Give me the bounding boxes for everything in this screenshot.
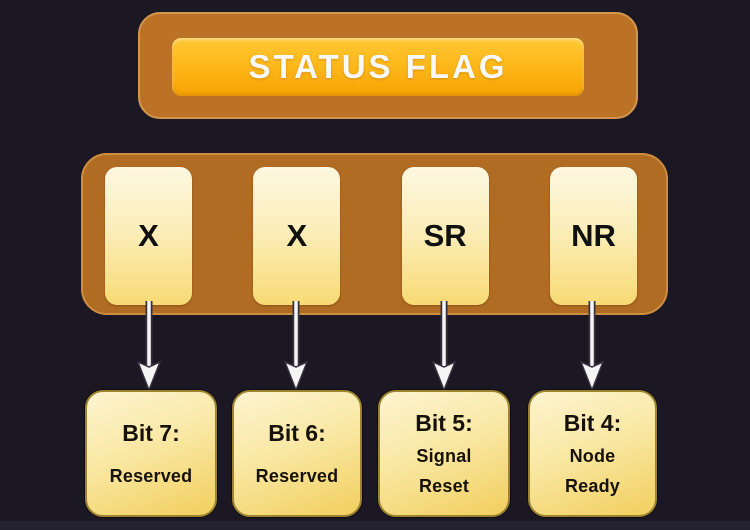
- arrow-bit4-icon: [579, 301, 605, 391]
- bit7-title: Bit 7:: [122, 420, 180, 446]
- arrow-bit6-icon: [283, 301, 309, 391]
- bottom-edge-strip: [0, 521, 750, 530]
- register-cell-label: SR: [423, 218, 467, 253]
- bit5-description-line: Signal: [416, 446, 472, 466]
- status-flag-header: STATUS FLAG: [138, 12, 638, 119]
- arrow-bit5-icon: [431, 301, 457, 391]
- bit5-title: Bit 5:: [415, 410, 473, 436]
- register-cell-bit7: X: [105, 167, 192, 305]
- bit5-description-line: Reset: [418, 476, 470, 496]
- bit6-title: Bit 6:: [268, 420, 326, 446]
- bit4-description-line: Ready: [564, 476, 621, 496]
- bit7-description-box: Bit 7: Reserved: [85, 390, 217, 517]
- register-cell-bit6: X: [253, 167, 341, 305]
- status-flag-title: STATUS FLAG: [248, 48, 508, 85]
- arrow-bit7-icon: [136, 301, 162, 391]
- register-cell-label: X: [286, 218, 308, 253]
- register-byte-container: X X SR NR: [81, 153, 668, 315]
- register-cell-bit4: NR: [549, 167, 637, 305]
- bit7-description-line: Reserved: [109, 466, 193, 486]
- bit4-description-box: Bit 4: Node Ready: [528, 390, 657, 517]
- bit6-description-box: Bit 6: Reserved: [232, 390, 362, 517]
- bit5-description-box: Bit 5: Signal Reset: [378, 390, 510, 517]
- status-flag-title-plate: STATUS FLAG: [172, 38, 584, 96]
- register-cell-label: X: [138, 218, 159, 253]
- bit4-description-line: Node: [569, 446, 616, 466]
- register-cell-label: NR: [571, 218, 616, 253]
- bit6-description-line: Reserved: [255, 466, 339, 486]
- bit4-title: Bit 4:: [563, 410, 622, 436]
- register-cell-bit5: SR: [401, 167, 489, 305]
